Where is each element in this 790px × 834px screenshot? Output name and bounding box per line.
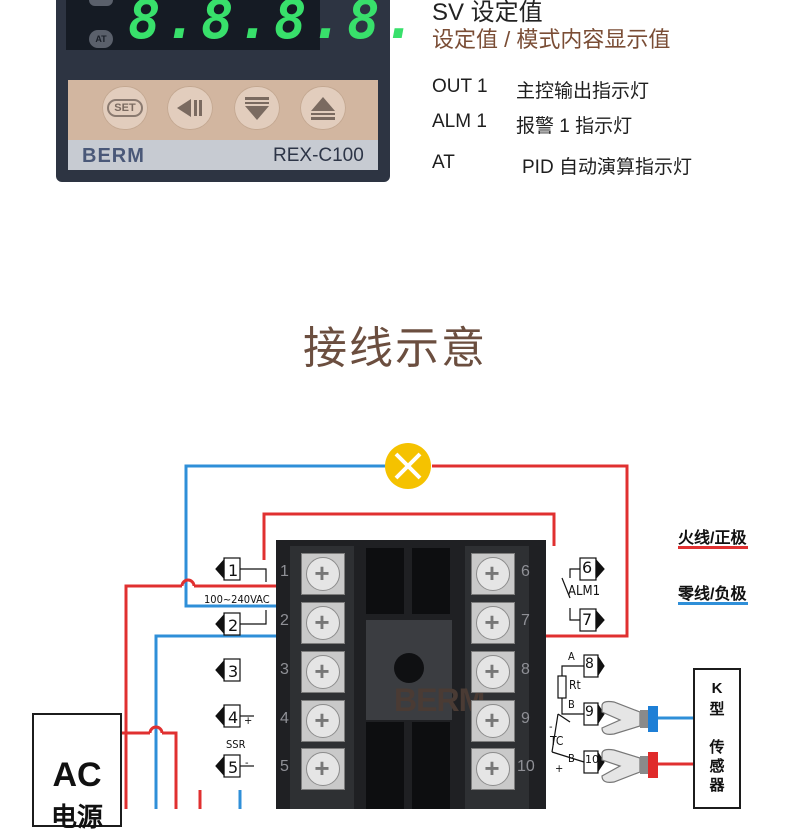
block-number-10: 10 [517, 758, 535, 775]
shift-key[interactable] [167, 86, 213, 130]
legend-desc-alm1: 报警 1 指示灯 [516, 116, 633, 137]
screw-terminal-2[interactable] [301, 602, 345, 644]
set-key[interactable]: SET [102, 86, 148, 130]
ac-sub-label: 电源 [50, 802, 103, 832]
legend-live: 火线/正极 [678, 530, 747, 547]
block-number-8: 8 [521, 661, 530, 678]
at-indicator: AT [89, 30, 113, 48]
label-terminal-4: 4 [228, 708, 239, 727]
block-number-4: 4 [280, 710, 289, 727]
block-number-5: 5 [280, 758, 289, 775]
spade-lug-bottom [601, 748, 641, 783]
slot-top-right [412, 548, 450, 614]
live-wire-ac [124, 584, 182, 809]
screw-terminal-9[interactable] [471, 700, 515, 742]
left-terminal-labels [215, 557, 267, 778]
label-terminal-8: 8 [585, 656, 594, 672]
block-number-3: 3 [280, 661, 289, 678]
wiring-diagram [118, 443, 693, 809]
label-terminal-3: 3 [228, 662, 239, 681]
label-terminal-1: 1 [228, 561, 239, 580]
screw-terminal-4[interactable] [301, 700, 345, 742]
screw-terminal-10[interactable] [471, 748, 515, 790]
indicator-led [89, 0, 113, 6]
shift-left-icon [177, 99, 202, 117]
legend-code-out1: OUT 1 [432, 76, 488, 97]
tc-minus: - [549, 720, 553, 733]
device-model: REX-C100 [273, 145, 364, 166]
label-terminal-10: 10 [585, 753, 599, 766]
legend-desc-at: PID 自动演算指示灯 [522, 157, 692, 178]
block-number-1: 1 [280, 563, 289, 580]
sv-description: 设定值 / 模式内容显示值 [432, 27, 671, 52]
neutral-wire-lamp [184, 464, 385, 608]
screw-terminal-5[interactable] [301, 748, 345, 790]
block-number-7: 7 [521, 612, 530, 629]
label-terminal-5: 5 [228, 758, 239, 777]
terminal-b2-label: B [568, 752, 575, 765]
terminal-b1-label: B [568, 698, 575, 711]
legend-code-at: AT [432, 152, 455, 173]
label-terminal-2: 2 [228, 616, 239, 635]
sensor-char-1: 传 [709, 739, 725, 756]
rt-label: Rt [569, 678, 581, 692]
voltage-label: 100~240VAC [204, 593, 270, 606]
down-key[interactable] [234, 86, 280, 130]
alm-label: ALM1 [568, 584, 601, 599]
slot-bottom-left [366, 722, 404, 809]
ssr-plus: + [244, 714, 253, 727]
up-arrow-icon [311, 97, 335, 120]
sensor-lugs [601, 700, 658, 783]
brand-strip [68, 140, 378, 170]
center-hole [394, 653, 424, 683]
pv-digits: 8.8.8.8. [128, 0, 421, 51]
screw-terminal-8[interactable] [471, 651, 515, 693]
ssr-label: SSR [226, 738, 246, 751]
sensor-type: 型 [709, 701, 725, 718]
slot-bottom-right [412, 722, 450, 809]
thermocouple-sensor-box [693, 668, 741, 809]
screw-terminal-6[interactable] [471, 553, 515, 595]
label-terminal-6: 6 [582, 558, 593, 577]
live-wire-lamp [432, 464, 629, 638]
block-number-2: 2 [280, 612, 289, 629]
screw-terminal-3[interactable] [301, 651, 345, 693]
live-jumper [262, 512, 556, 560]
tc-plus: + [555, 762, 564, 775]
terminal-a-label: A [568, 650, 575, 663]
sv-heading: SV 设定值 [432, 0, 543, 26]
legend-neutral-line [678, 602, 748, 605]
down-arrow-icon [245, 97, 269, 120]
up-key[interactable] [300, 86, 346, 130]
set-key-label: SET [107, 99, 143, 117]
ssr-minus: - [245, 756, 249, 769]
spade-lug-top [601, 700, 641, 735]
sensor-char-2: 感 [709, 758, 725, 775]
neutral-wire-ac [154, 634, 290, 809]
section-title: 接线示意 [303, 324, 487, 373]
right-terminal-labels [551, 557, 605, 774]
screw-terminal-7[interactable] [471, 602, 515, 644]
legend-code-alm1: ALM 1 [432, 111, 487, 132]
legend-live-line [678, 546, 748, 549]
tc-label: TC [550, 734, 564, 748]
screw-terminal-1[interactable] [301, 553, 345, 595]
sensor-char-3: 器 [709, 777, 725, 794]
ac-power-box [32, 713, 122, 827]
label-terminal-7: 7 [582, 610, 593, 629]
ac-label: AC [52, 756, 102, 794]
legend-desc-out1: 主控输出指示灯 [516, 81, 650, 102]
label-terminal-9: 9 [585, 704, 594, 720]
legend-neutral: 零线/负极 [678, 586, 747, 603]
sensor-k: K [711, 680, 723, 697]
watermark-brand: BERM [394, 682, 485, 718]
block-number-6: 6 [521, 563, 530, 580]
device-brand: BERM [82, 145, 145, 167]
block-number-9: 9 [521, 710, 530, 727]
slot-top-left [366, 548, 404, 614]
